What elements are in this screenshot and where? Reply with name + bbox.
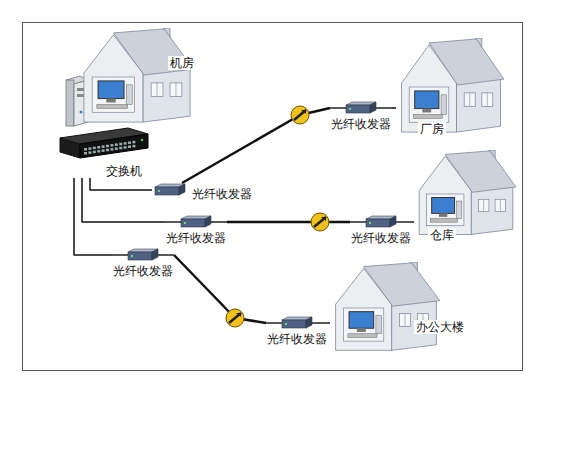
building-node: 厂房 (396, 38, 506, 136)
building-label: 厂房 (418, 122, 446, 136)
transceiver-shape (165, 216, 227, 227)
switch-drawing (58, 126, 150, 162)
transceiver-drawing (330, 101, 392, 115)
cable-line (74, 178, 112, 255)
transceiver-node: 光纤收发器 (350, 215, 412, 245)
house-shape (402, 38, 504, 132)
transceiver-node: 光纤收发器 (266, 316, 328, 346)
device-label: 光纤收发器 (350, 231, 412, 245)
transceiver-node: 光纤收发器 (112, 248, 174, 278)
house-drawing (330, 262, 442, 354)
switch-shape (60, 128, 148, 158)
fiber-coupler (291, 106, 309, 124)
fiber-coupler (226, 309, 244, 327)
transceiver-node: 光纤收发器 (152, 183, 252, 201)
building-label: 机房 (168, 56, 196, 70)
house-drawing (414, 150, 518, 238)
building-label: 仓库 (428, 228, 456, 242)
transceiver-shape (155, 184, 185, 195)
building-node: 办公大楼 (330, 262, 442, 354)
device-label: 光纤收发器 (165, 231, 227, 245)
cable-line (412, 221, 414, 223)
house-shape (84, 28, 194, 122)
transceiver-shape (112, 249, 174, 260)
transceiver-drawing (350, 215, 412, 229)
cable-line (82, 178, 165, 222)
fiber-line (227, 221, 350, 224)
house-drawing (396, 38, 506, 136)
house-drawing (78, 28, 196, 126)
transceiver-shape (330, 102, 392, 113)
switch-node: 交换机 (58, 126, 150, 178)
cable-line (392, 107, 396, 109)
device-label: 光纤收发器 (192, 187, 252, 201)
building-node: 仓库 (414, 150, 518, 238)
device-label: 光纤收发器 (266, 332, 328, 346)
frame (23, 23, 523, 371)
fiber-coupler (311, 213, 329, 231)
building-node: 机房 (78, 28, 196, 126)
house-shape (419, 150, 516, 234)
fiber-line (174, 255, 266, 323)
cable-line (328, 322, 330, 324)
transceiver-shape (350, 216, 412, 227)
transceiver-node: 光纤收发器 (165, 215, 227, 245)
building-label: 办公大楼 (414, 320, 466, 334)
cable-line (90, 178, 152, 190)
house-shape (336, 262, 440, 350)
device-label: 光纤收发器 (330, 117, 392, 131)
transceiver-drawing (112, 248, 174, 262)
transceiver-drawing (165, 215, 227, 229)
transceiver-node: 光纤收发器 (330, 101, 392, 131)
transceiver-shape (266, 317, 328, 328)
transceiver-drawing (266, 316, 328, 330)
transceiver-drawing (152, 183, 188, 197)
device-label: 光纤收发器 (112, 264, 174, 278)
device-label: 交换机 (58, 164, 150, 178)
